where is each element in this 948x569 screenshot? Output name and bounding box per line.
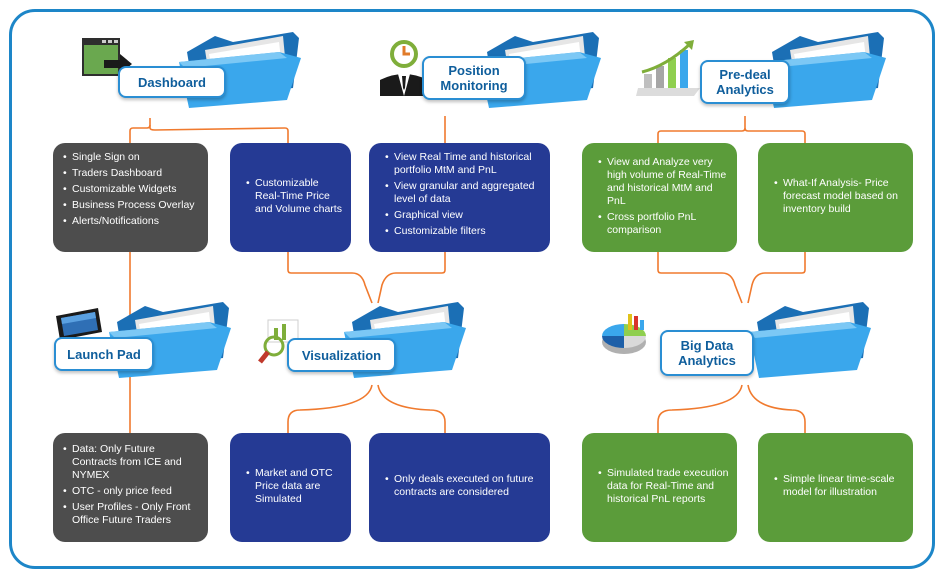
list-item: Single Sign on (63, 151, 200, 164)
list-item: Customizable filters (385, 225, 542, 238)
folder-icon (749, 302, 871, 378)
market-otc-box: Market and OTC Price data are Simulated (230, 433, 351, 542)
list-item: OTC - only price feed (63, 485, 200, 498)
list-item: What-If Analysis- Price forecast model b… (774, 177, 905, 216)
folder-icon (109, 302, 231, 378)
analyze-volume-box: View and Analyze very high volume of Rea… (582, 143, 737, 252)
list-item: Customizable Real-Time Price and Volume … (246, 177, 343, 216)
only-deals-box: Only deals executed on future contracts … (369, 433, 550, 542)
linear-model-box: Simple linear time-scale model for illus… (758, 433, 913, 542)
magnifier-chart-icon (258, 319, 299, 364)
bar-chart-growth-icon (636, 40, 700, 96)
folder-icon (764, 32, 886, 108)
list-item: Traders Dashboard (63, 167, 200, 180)
position-monitoring-label[interactable]: Position Monitoring (422, 56, 526, 100)
list-item: View and Analyze very high volume of Rea… (598, 156, 729, 208)
list-item: Only deals executed on future contracts … (385, 473, 542, 499)
businessman-clock-icon (380, 40, 428, 96)
list-item: Market and OTC Price data are Simulated (246, 467, 343, 506)
realtime-charts-box: Customizable Real-Time Price and Volume … (230, 143, 351, 252)
launch-data-box: Data: Only Future Contracts from ICE and… (53, 433, 208, 542)
list-item: Customizable Widgets (63, 183, 200, 196)
list-item: Alerts/Notifications (63, 215, 200, 228)
list-item: User Profiles - Only Front Office Future… (63, 501, 200, 527)
list-item: Simulated trade execution data for Real-… (598, 467, 729, 506)
list-item: Graphical view (385, 209, 542, 222)
dashboard-label[interactable]: Dashboard (118, 66, 226, 98)
dashboard-features-box: Single Sign on Traders Dashboard Customi… (53, 143, 208, 252)
launch-pad-label[interactable]: Launch Pad (54, 337, 154, 371)
list-item: View granular and aggregated level of da… (385, 180, 542, 206)
visualization-label[interactable]: Visualization (287, 338, 396, 372)
window-login-icon (82, 38, 132, 76)
tablet-icon (56, 308, 102, 340)
predeal-analytics-label[interactable]: Pre-deal Analytics (700, 60, 790, 104)
simulated-trade-box: Simulated trade execution data for Real-… (582, 433, 737, 542)
pie-chart-3d-icon (602, 314, 646, 354)
list-item: Simple linear time-scale model for illus… (774, 473, 905, 499)
big-data-analytics-label[interactable]: Big Data Analytics (660, 330, 754, 376)
list-item: View Real Time and historical portfolio … (385, 151, 542, 177)
list-item: Business Process Overlay (63, 199, 200, 212)
list-item: Data: Only Future Contracts from ICE and… (63, 443, 200, 482)
position-features-box: View Real Time and historical portfolio … (369, 143, 550, 252)
what-if-box: What-If Analysis- Price forecast model b… (758, 143, 913, 252)
list-item: Cross portfolio PnL comparison (598, 211, 729, 237)
